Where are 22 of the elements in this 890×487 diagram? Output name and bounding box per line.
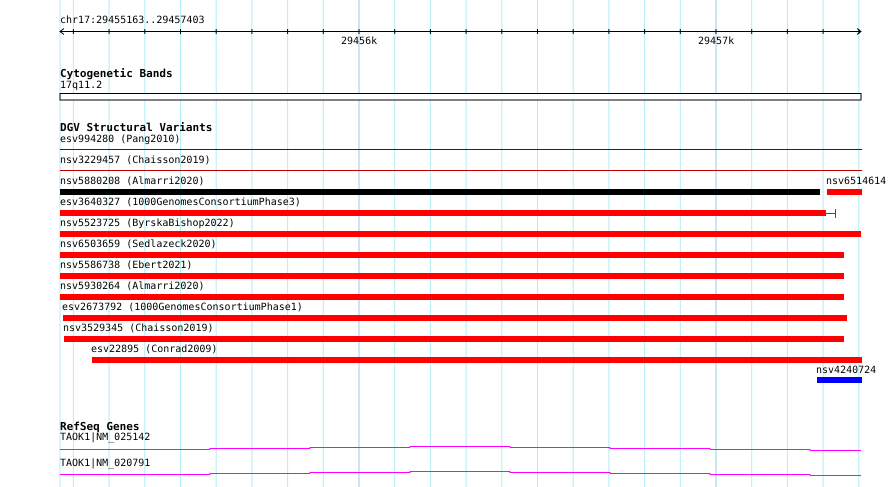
variant-label: esv22895 (Conrad2009) bbox=[91, 344, 218, 355]
variant-label: nsv5880208 (Almarri2020) bbox=[60, 176, 204, 187]
track-title: Cytogenetic Bands bbox=[60, 68, 173, 79]
axis-tick-label: 29456k bbox=[341, 36, 378, 47]
track-title: RefSeq Genes bbox=[60, 421, 140, 432]
coordinate-range-label: chr17:29455163..29457403 bbox=[60, 15, 204, 26]
variant-label: esv2673792 (1000GenomesConsortiumPhase1) bbox=[62, 302, 303, 313]
variant-label: esv994280 (Pang2010) bbox=[60, 134, 180, 145]
track-title: DGV Structural Variants bbox=[60, 122, 212, 133]
band-label: 17q11.2 bbox=[60, 80, 102, 91]
variant-label: nsv5930264 (Almarri2020) bbox=[60, 281, 204, 292]
variant-label: nsv3529345 (Chaisson2019) bbox=[63, 323, 214, 334]
variant-label: nsv6514614 bbox=[826, 176, 886, 187]
variant-label: nsv3229457 (Chaisson2019) bbox=[60, 155, 211, 166]
variant-label: nsv6503659 (Sedlazeck2020) bbox=[60, 239, 217, 250]
variant-label: esv3640327 (1000GenomesConsortiumPhase3) bbox=[60, 197, 301, 208]
variant-label: nsv5586738 (Ebert2021) bbox=[60, 260, 192, 271]
variant-label: nsv5523725 (ByrskaBishop2022) bbox=[60, 218, 235, 229]
axis-tick-label: 29457k bbox=[698, 36, 734, 47]
gene-label: TAOK1|NM_020791 bbox=[60, 458, 150, 469]
gene-label: TAOK1|NM_025142 bbox=[60, 432, 150, 443]
variant-label: nsv4240724 bbox=[816, 365, 876, 376]
